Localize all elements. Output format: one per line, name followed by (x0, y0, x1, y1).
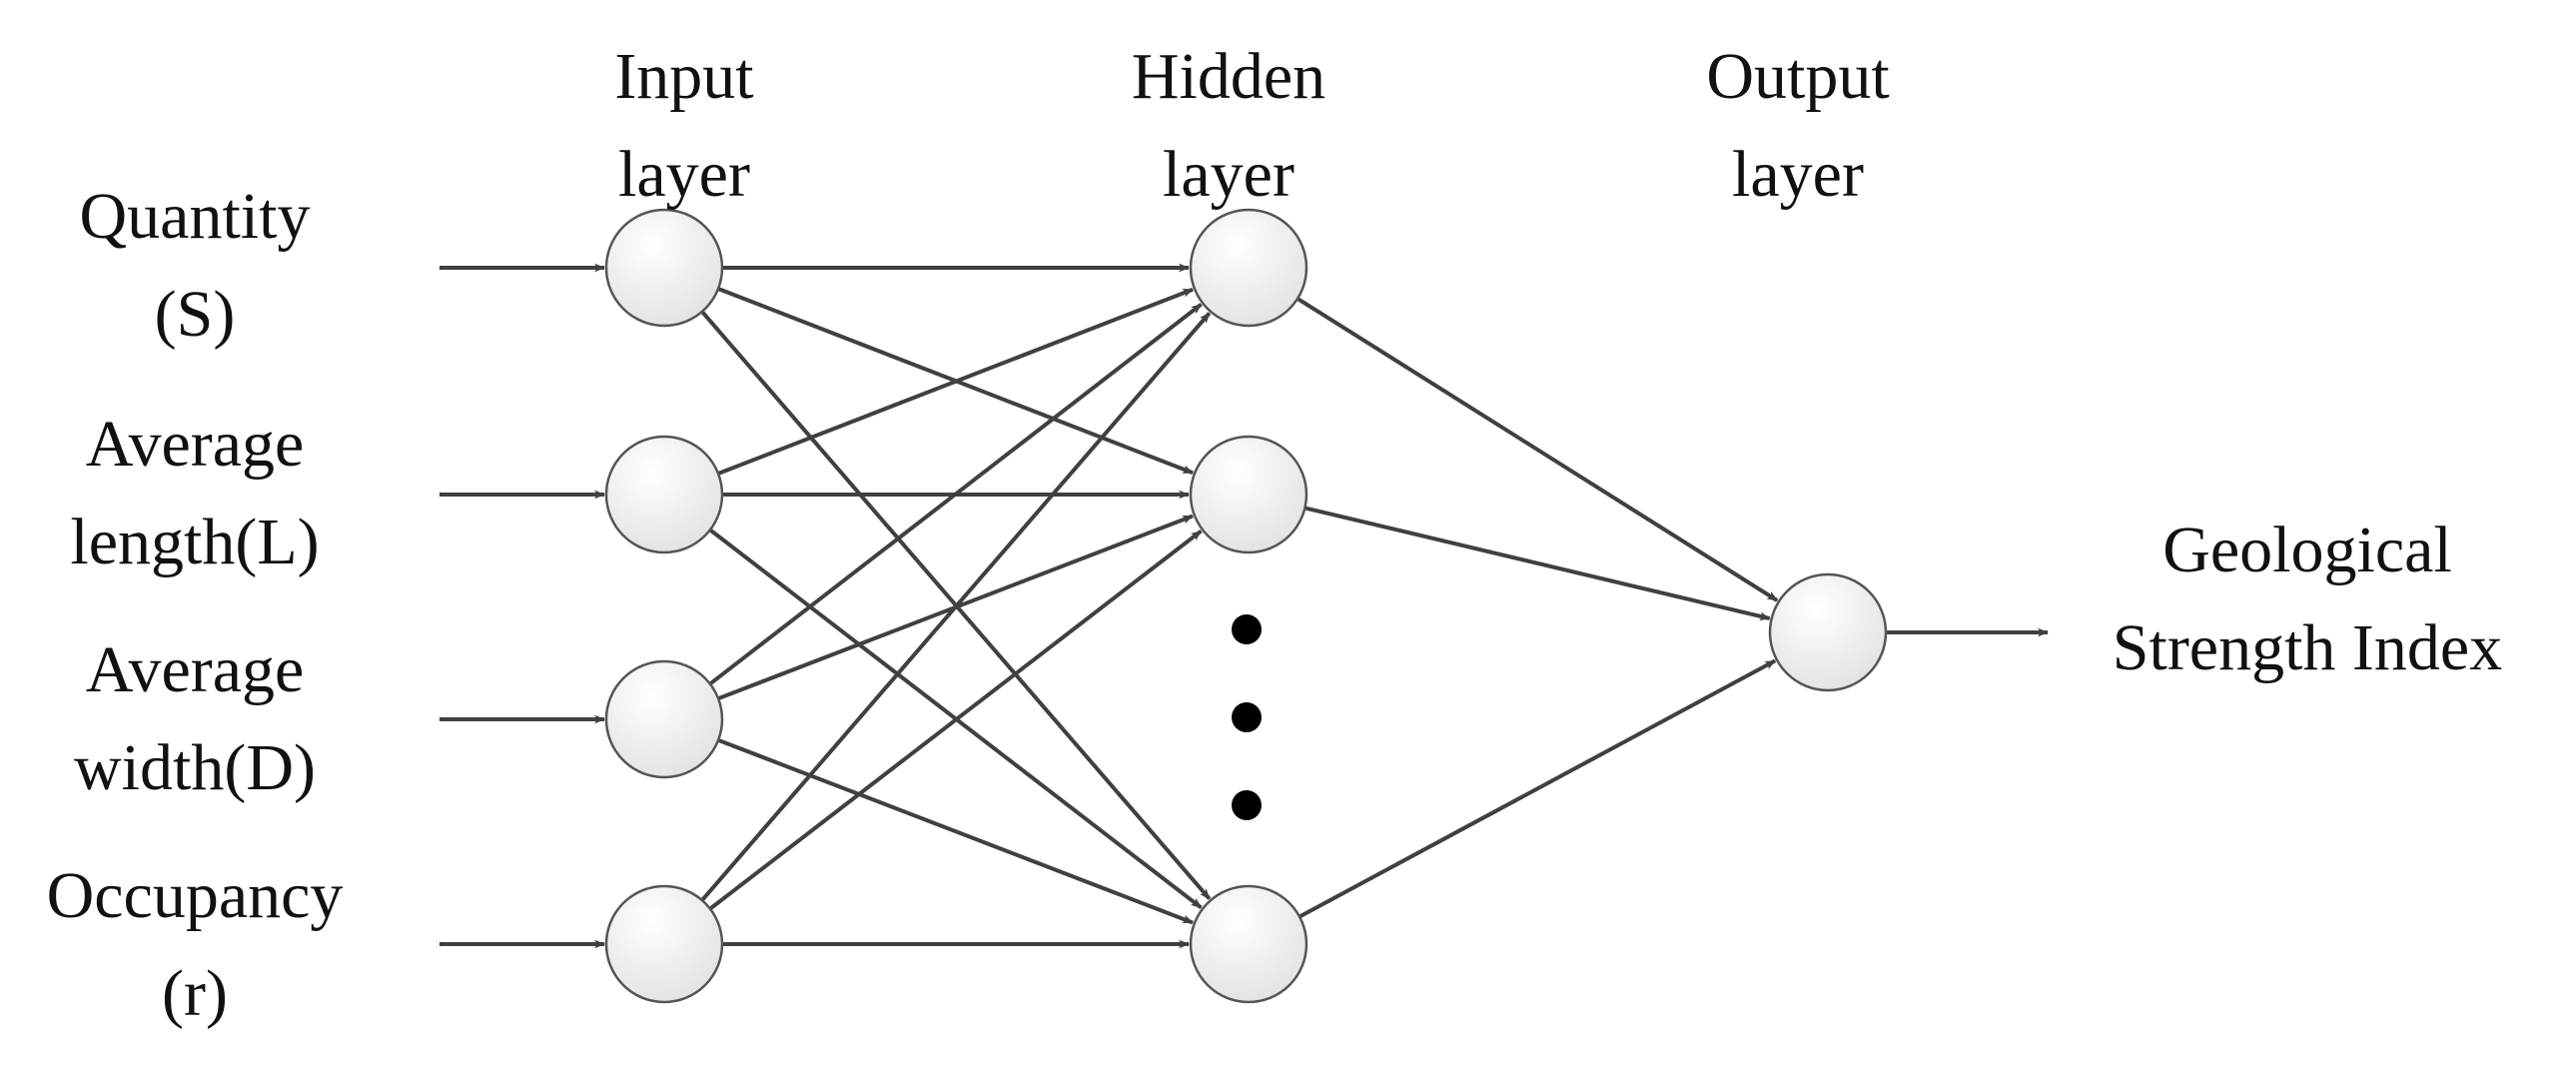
input-layer-title: Input layer (574, 28, 794, 224)
input-label-average-width-line2: width(D) (74, 731, 316, 804)
hidden-node-2 (1189, 435, 1308, 554)
output-label-gsi-line2: Strength Index (2112, 611, 2503, 684)
ellipsis-dot-1 (1232, 614, 1262, 644)
input-label-quantity: Quantity (S) (10, 168, 380, 364)
input-label-occupancy: Occupancy (r) (10, 847, 380, 1043)
hidden-layer-title-line2: layer (1163, 138, 1294, 211)
edge-hidden2-output (1303, 506, 1771, 621)
hidden-layer-title: Hidden layer (1079, 28, 1378, 224)
output-layer-title: Output layer (1638, 28, 1958, 224)
input-layer-title-line1: Input (614, 40, 754, 113)
edge-hidden3-output (1298, 658, 1777, 919)
input-node-3 (604, 659, 724, 779)
input-label-occupancy-line2: (r) (162, 957, 228, 1030)
input-node-4 (604, 884, 724, 1004)
input-label-average-width-line1: Average (85, 633, 305, 706)
input-layer-title-line2: layer (618, 138, 750, 211)
edge-input2-hidden1 (717, 287, 1195, 476)
edge-input4-hidden2 (708, 529, 1203, 911)
connection-edges (439, 263, 2050, 949)
input-label-average-length-line1: Average (85, 408, 305, 481)
ellipsis-dot-2 (1232, 702, 1262, 732)
edge-input3-hidden3 (717, 737, 1195, 925)
input-label-occupancy-line1: Occupancy (46, 859, 344, 932)
input-node-1 (604, 208, 724, 328)
input-label-average-length-line2: length(L) (70, 506, 320, 578)
output-layer-title-line1: Output (1706, 40, 1890, 113)
input-label-average-length: Average length(L) (10, 396, 380, 591)
edge-input4-hidden1 (700, 312, 1212, 902)
network-nodes (604, 208, 1888, 1004)
hidden-node-3 (1189, 884, 1308, 1004)
edge-input3-hidden1 (708, 303, 1203, 686)
input-label-quantity-line2: (S) (154, 278, 236, 351)
ellipsis-dot-3 (1232, 790, 1262, 820)
output-node (1768, 572, 1888, 692)
input-label-average-width: Average width(D) (10, 621, 380, 817)
input-label-quantity-line1: Quantity (79, 180, 311, 253)
output-label-gsi: Geological Strength Index (2058, 502, 2557, 697)
hidden-layer-title-line1: Hidden (1131, 40, 1326, 113)
input-node-2 (604, 435, 724, 554)
edge-hidden1-output (1296, 297, 1779, 602)
hidden-node-1 (1189, 208, 1308, 328)
output-label-gsi-line1: Geological (2162, 514, 2452, 586)
hidden-ellipsis (1232, 614, 1262, 820)
output-layer-title-line2: layer (1732, 138, 1864, 211)
